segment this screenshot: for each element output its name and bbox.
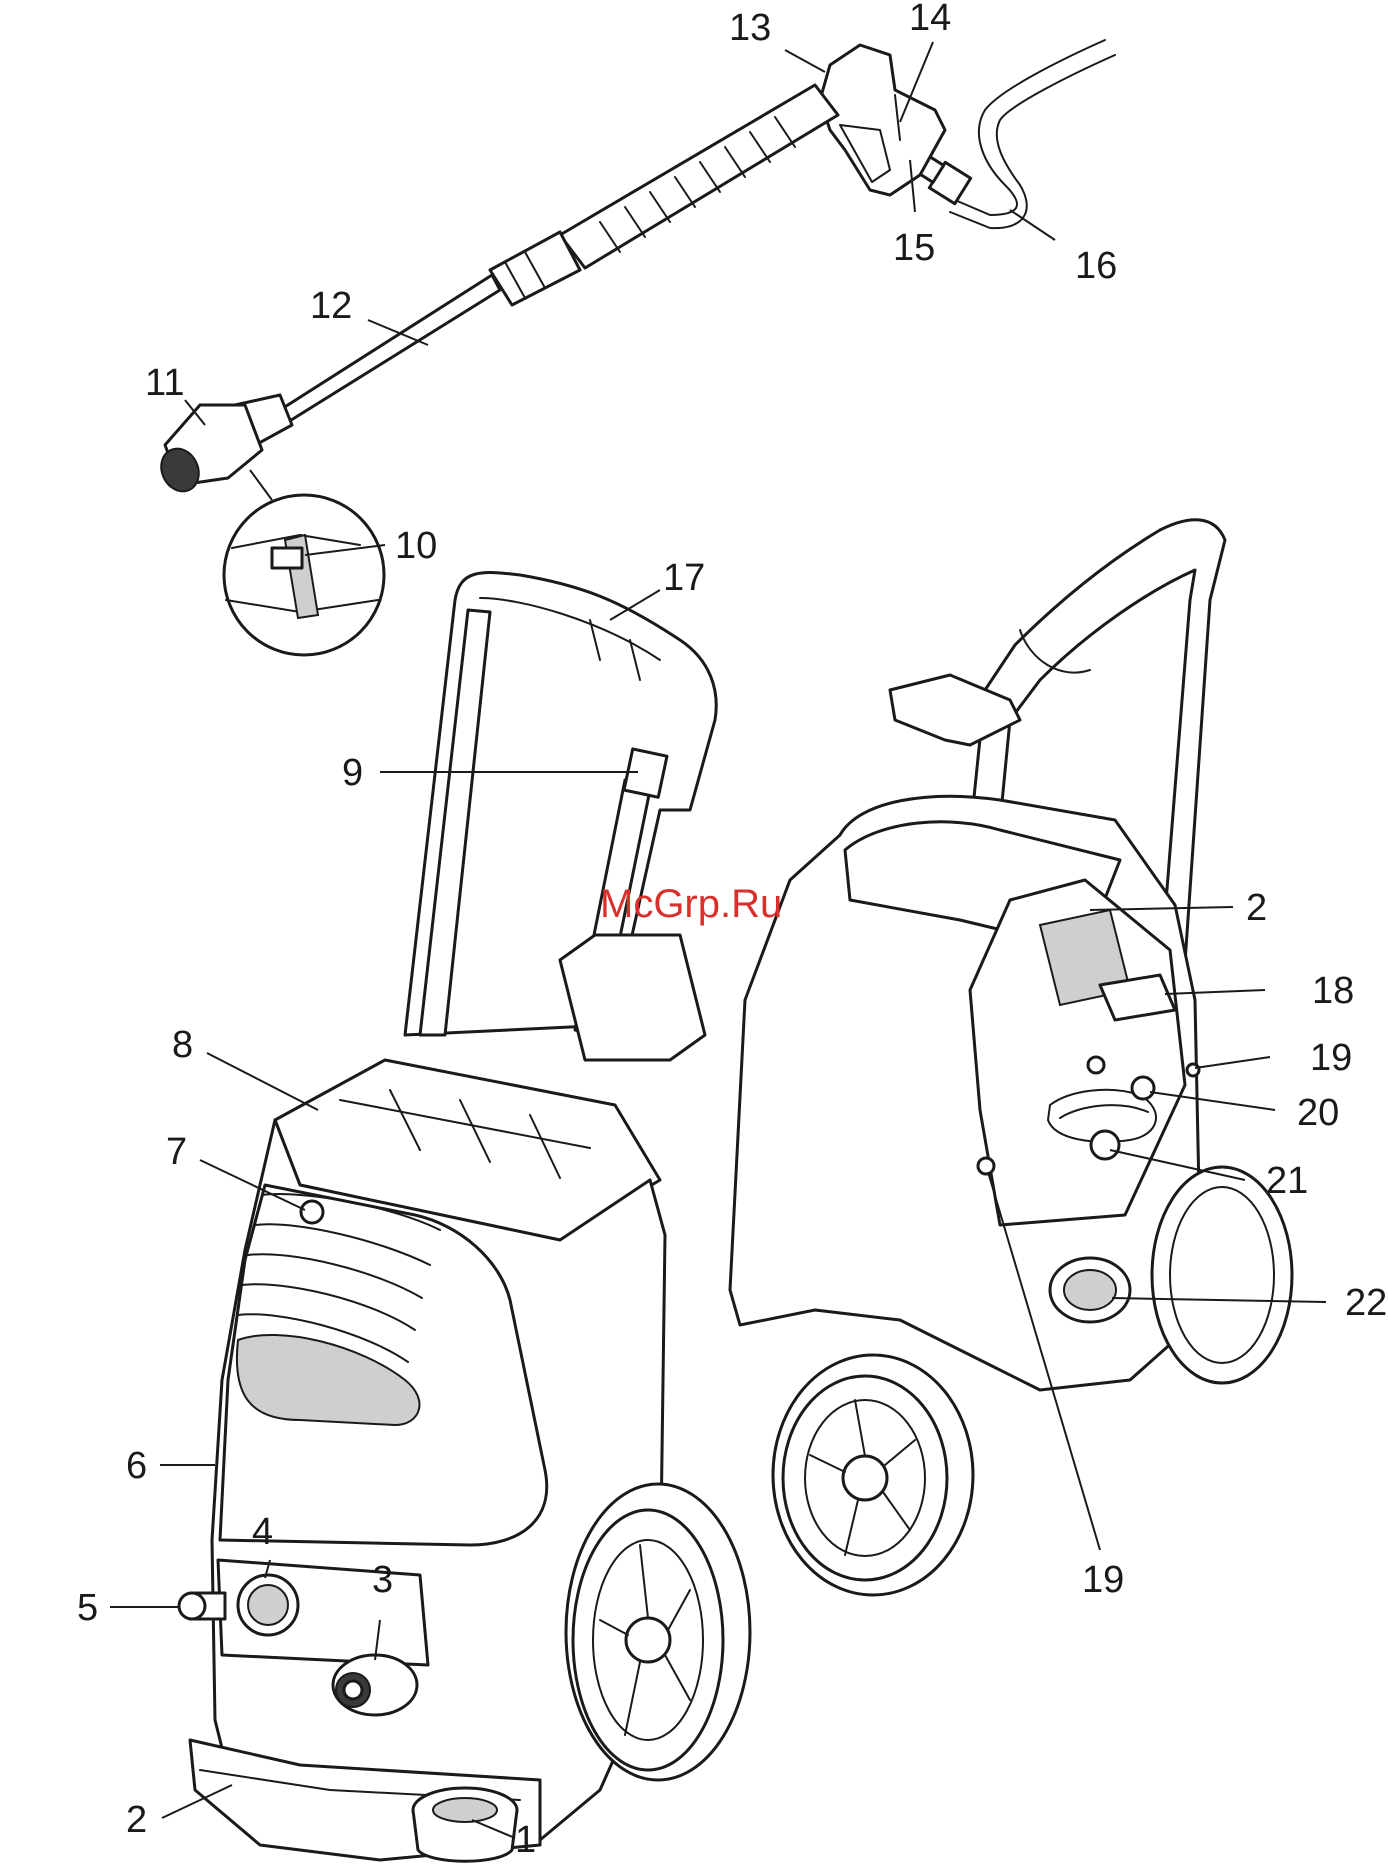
callout-21: 21 (1266, 1160, 1308, 1202)
callout-16: 16 (1075, 245, 1117, 287)
rear-unit (730, 520, 1292, 1595)
callout-12: 12 (310, 285, 352, 327)
callout-2-rear: 2 (1246, 887, 1267, 929)
spray-gun-assembly (154, 40, 1115, 498)
callout-20: 20 (1297, 1092, 1339, 1134)
callout-18: 18 (1312, 970, 1354, 1012)
callout-14: 14 (909, 0, 951, 39)
callout-13: 13 (729, 7, 771, 49)
callout-5: 5 (77, 1587, 98, 1629)
callout-8: 8 (172, 1024, 193, 1066)
callout-1: 1 (515, 1819, 536, 1861)
callout-7: 7 (166, 1131, 187, 1173)
callout-9: 9 (342, 752, 363, 794)
callout-19-rear: 19 (1310, 1037, 1352, 1079)
callout-22: 22 (1345, 1282, 1387, 1324)
callout-19-bottom: 19 (1082, 1559, 1124, 1601)
callout-6: 6 (126, 1445, 147, 1487)
watermark: McGrp.Ru (600, 882, 782, 926)
callout-3: 3 (372, 1559, 393, 1601)
detail-inset-circle (224, 470, 384, 655)
front-unit (179, 573, 750, 1862)
callout-17: 17 (663, 557, 705, 599)
callout-15: 15 (893, 227, 935, 269)
callout-4: 4 (252, 1511, 273, 1553)
callout-10: 10 (395, 525, 437, 567)
callout-2-front: 2 (126, 1799, 147, 1841)
callout-11: 11 (145, 362, 184, 404)
